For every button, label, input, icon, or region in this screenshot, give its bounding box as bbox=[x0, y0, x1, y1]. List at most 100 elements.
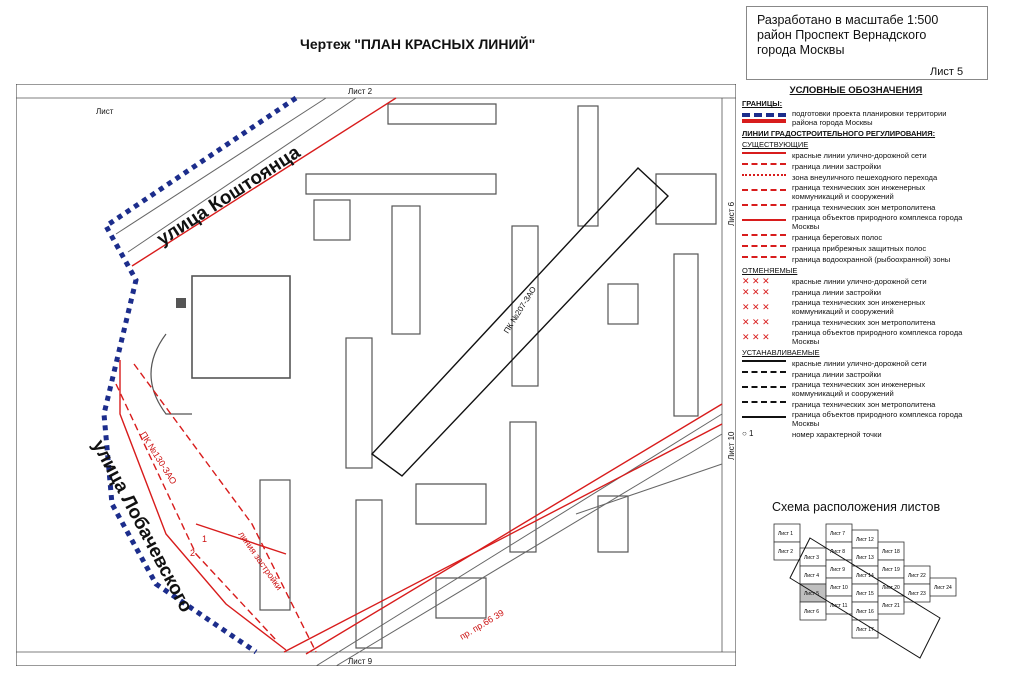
scheme-sheet-label: Лист 3 bbox=[804, 555, 819, 561]
legend-symbol-cross: ✕ ✕ ✕ bbox=[742, 332, 770, 342]
red-lines bbox=[115, 97, 723, 655]
legend-symbol bbox=[742, 163, 786, 169]
scheme-sheet-cell[interactable]: Лист 4 bbox=[799, 565, 827, 585]
scheme-sheet-label: Лист 12 bbox=[856, 537, 874, 543]
legend-symbol bbox=[742, 234, 786, 240]
legend-symbol bbox=[742, 360, 786, 366]
neighbor-sheet-right-bottom: Лист 10 bbox=[727, 431, 736, 460]
legend-symbol-cross: ✕ ✕ ✕ bbox=[742, 317, 770, 327]
scheme-sheet-cell[interactable]: Лист 7 bbox=[825, 523, 853, 543]
legend: УСЛОВНЫЕ ОБОЗНАЧЕНИЯ ГРАНИЦЫ: подготовки… bbox=[742, 84, 970, 498]
scheme-sheet-cell[interactable]: Лист 11 bbox=[825, 595, 853, 615]
neighbor-sheet-top: Лист 2 bbox=[348, 87, 373, 96]
legend-symbol bbox=[742, 174, 786, 180]
legend-symbol-blue bbox=[742, 113, 786, 123]
scheme-sheet-cell[interactable]: Лист 1 bbox=[773, 523, 801, 543]
legend-symbol bbox=[742, 204, 786, 210]
map-plan[interactable]: Лист 2 Лист Лист 9 Лист 6 Лист 10 улица … bbox=[16, 84, 736, 666]
scheme-sheet-rect[interactable] bbox=[877, 595, 905, 615]
info-district: район Проспект Вернадского bbox=[757, 28, 927, 42]
legend-established-head: УСТАНАВЛИВАЕМЫЕ bbox=[742, 348, 820, 357]
scheme-sheet-label: Лист 23 bbox=[908, 591, 926, 597]
pk-boundary bbox=[370, 167, 669, 477]
scheme-sheet-cell[interactable]: Лист 23 bbox=[903, 583, 931, 603]
legend-symbol bbox=[742, 401, 786, 407]
legend-symbol-cross: ✕ ✕ ✕ bbox=[742, 287, 770, 297]
scheme-sheet-label: Лист 18 bbox=[882, 549, 900, 555]
scheme-sheet-rect[interactable] bbox=[929, 577, 957, 597]
scheme-sheet-label: Лист 6 bbox=[804, 609, 819, 615]
point-number-2: 2 bbox=[190, 548, 195, 558]
legend-symbol bbox=[742, 386, 786, 392]
scheme-sheet-label: Лист 1 bbox=[778, 531, 793, 537]
scheme-sheet-cell[interactable]: Лист 2 bbox=[773, 541, 801, 561]
neighbor-sheet-left: Лист bbox=[96, 107, 114, 116]
legend-symbol bbox=[742, 256, 786, 262]
scheme-sheet-label: Лист 21 bbox=[882, 603, 900, 609]
legend-existing-head: СУЩЕСТВУЮЩИЕ bbox=[742, 140, 809, 149]
scheme-sheet-label: Лист 5 bbox=[804, 591, 819, 597]
scheme-sheet-label: Лист 22 bbox=[908, 573, 926, 579]
scheme-sheet-cell[interactable]: Лист 16 bbox=[851, 601, 879, 621]
scheme-sheet-label: Лист 13 bbox=[856, 555, 874, 561]
info-box: Разработано в масштабе 1:500 район Просп… bbox=[746, 6, 988, 80]
legend-cancelled: ✕ ✕ ✕красные линии улично-дорожной сети … bbox=[742, 276, 963, 346]
scheme-sheet-label: Лист 4 bbox=[804, 573, 819, 579]
scheme-sheet-cell[interactable]: Лист 6 bbox=[799, 601, 827, 621]
legend-symbol-cross: ✕ ✕ ✕ bbox=[742, 302, 770, 312]
scheme-sheet-label: Лист 16 bbox=[856, 609, 874, 615]
scheme-sheet-cell[interactable]: Лист 18 bbox=[877, 541, 905, 561]
scheme-district-outline bbox=[789, 537, 941, 659]
neighbor-sheet-right-top: Лист 6 bbox=[727, 201, 736, 226]
scheme-sheet-cell[interactable]: Лист 22 bbox=[903, 565, 931, 585]
scheme-sheet-cell[interactable]: Лист 9 bbox=[825, 559, 853, 579]
scheme-title: Схема расположения листов bbox=[772, 500, 941, 514]
scheme-sheet-cell[interactable]: Лист 14 bbox=[851, 565, 879, 585]
scheme-sheet-label: Лист 19 bbox=[882, 567, 900, 573]
dark-square bbox=[176, 298, 186, 308]
district-border bbox=[101, 95, 298, 655]
point-number-1: 1 bbox=[202, 534, 207, 544]
legend-regulation-head: ЛИНИИ ГРАДОСТРОИТЕЛЬНОГО РЕГУЛИРОВАНИЯ: bbox=[742, 129, 936, 138]
legend-row: подготовки проекта планировки территории… bbox=[742, 109, 970, 127]
scheme-sheet-rect[interactable] bbox=[851, 619, 879, 639]
legend-symbol bbox=[742, 371, 786, 377]
scheme-sheet-cell[interactable]: Лист 15 bbox=[851, 583, 879, 603]
legend-existing: красные линии улично-дорожной сети грани… bbox=[742, 150, 970, 264]
legend-cancelled-head: ОТМЕНЯЕМЫЕ bbox=[742, 266, 798, 275]
legend-title: УСЛОВНЫЕ ОБОЗНАЧЕНИЯ bbox=[789, 85, 923, 96]
scheme-sheet-label: Лист 2 bbox=[778, 549, 793, 555]
scheme-sheet-label: Лист 8 bbox=[830, 549, 845, 555]
scheme-sheet-cell[interactable]: Лист 8 bbox=[825, 541, 853, 561]
roads bbox=[115, 97, 723, 666]
legend-symbol-cross: ✕ ✕ ✕ bbox=[742, 276, 770, 286]
scheme-sheet-cell[interactable]: Лист 12 bbox=[851, 529, 879, 549]
scheme-sheet-cell[interactable]: Лист 24 bbox=[929, 577, 957, 597]
legend-symbol-point: ○ 1 bbox=[742, 429, 754, 438]
info-scale: Разработано в масштабе 1:500 bbox=[757, 13, 939, 27]
scheme-sheet-label: Лист 24 bbox=[934, 585, 952, 591]
scheme-sheet-label: Лист 7 bbox=[830, 531, 845, 537]
sheet-number: Лист 5 bbox=[930, 66, 964, 78]
sheet-scheme[interactable]: Лист 1 Лист 2 Лист 3 Лист 4 Лист 5 Лист 6 Лист… bbox=[770, 518, 960, 664]
legend-symbol bbox=[742, 152, 786, 158]
legend-symbol bbox=[742, 245, 786, 251]
neighbor-sheet-bottom: Лист 9 bbox=[348, 657, 373, 666]
legend-symbol bbox=[742, 219, 786, 225]
scheme-sheet-label: Лист 9 bbox=[830, 567, 845, 573]
scheme-sheet-label: Лист 17 bbox=[856, 627, 874, 633]
scheme-sheet-label: Лист 15 bbox=[856, 591, 874, 597]
scheme-sheet-cell[interactable]: Лист 10 bbox=[825, 577, 853, 597]
legend-borders-head: ГРАНИЦЫ: bbox=[742, 99, 783, 108]
legend-symbol bbox=[742, 416, 786, 422]
info-city: города Москвы bbox=[757, 43, 845, 57]
building-blocks bbox=[150, 103, 717, 649]
scheme-sheet-label: Лист 14 bbox=[856, 573, 874, 579]
scheme-sheet-cell[interactable]: Лист 21 bbox=[877, 595, 905, 615]
scheme-sheet-cell[interactable]: Лист 19 bbox=[877, 559, 905, 579]
scheme-sheet-cell[interactable]: Лист 13 bbox=[851, 547, 879, 567]
legend-established: красные линии улично-дорожной сети грани… bbox=[742, 358, 963, 439]
legend-symbol bbox=[742, 189, 786, 195]
scheme-sheet-cell[interactable]: Лист 17 bbox=[851, 619, 879, 639]
drawing-title: Чертеж "ПЛАН КРАСНЫХ ЛИНИЙ" bbox=[300, 36, 536, 52]
